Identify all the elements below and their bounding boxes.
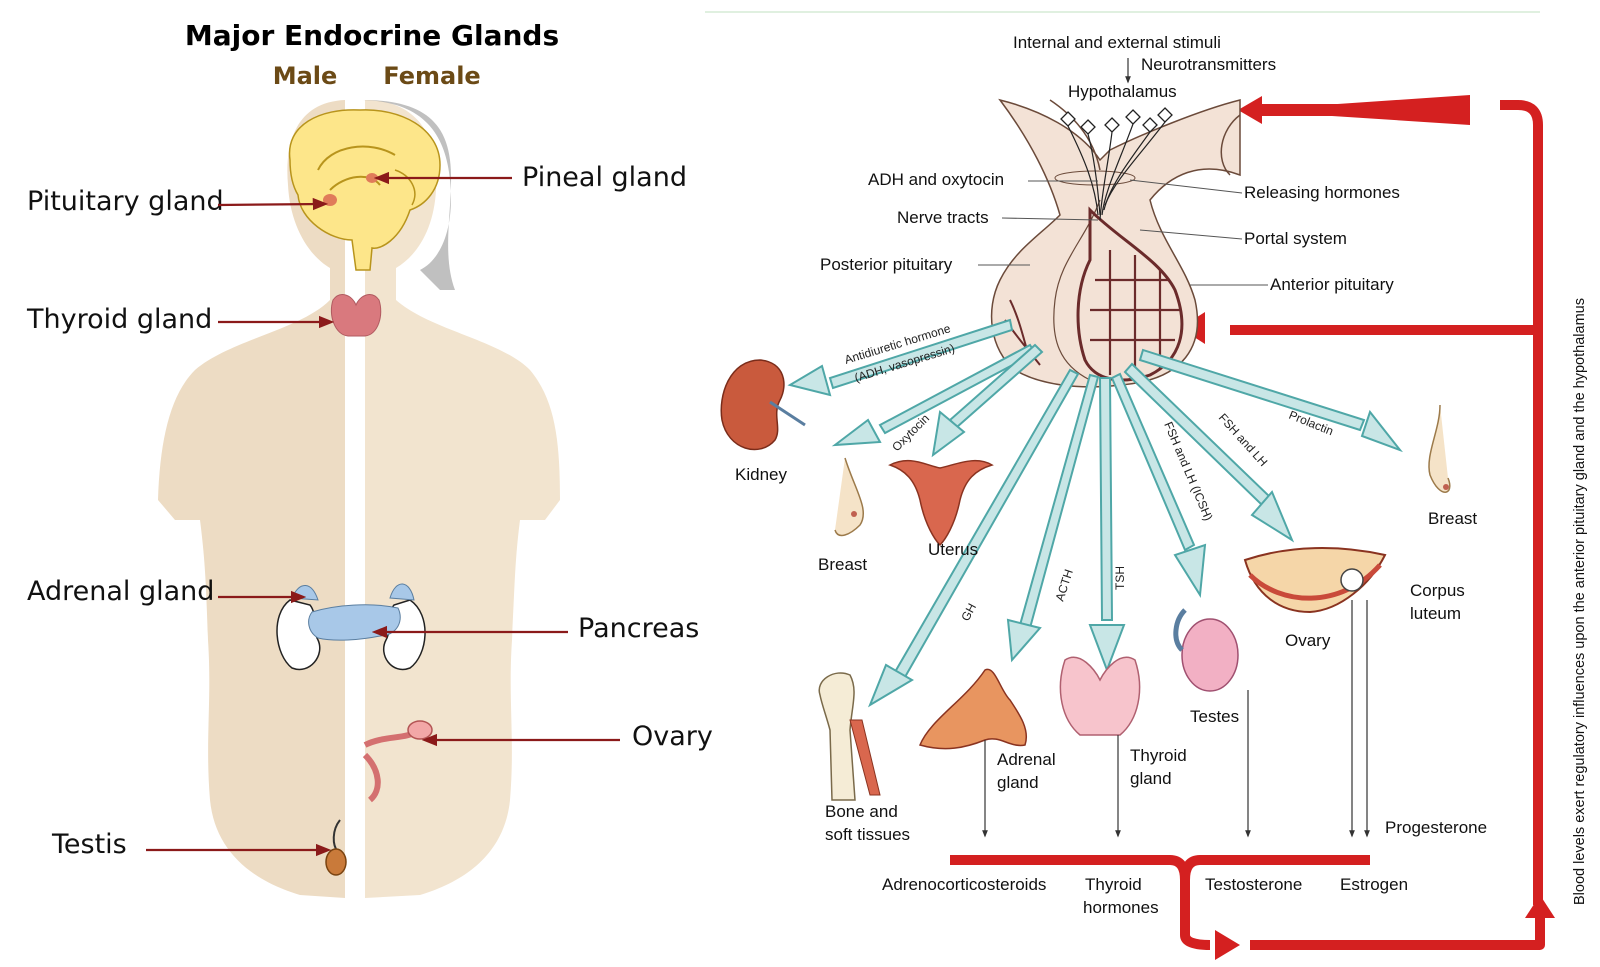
male-label: Male (273, 62, 338, 90)
corpus-luteum-shape (1340, 568, 1364, 592)
label-kidney: Kidney (735, 465, 787, 484)
label-portal-system: Portal system (1244, 229, 1347, 248)
label-leaders (146, 171, 620, 857)
label-adrenocorticosteroids: Adrenocorticosteroids (882, 875, 1046, 894)
label-adrenal: Adrenal gland (27, 576, 214, 607)
label-adh-oxytocin: ADH and oxytocin (868, 170, 1004, 189)
label-bone-2: soft tissues (825, 825, 910, 844)
female-label: Female (383, 62, 480, 90)
label-testosterone: Testosterone (1205, 875, 1302, 894)
label-testes: Testes (1190, 707, 1239, 726)
pancreas-shape (308, 604, 401, 641)
structure-leaders (978, 179, 1268, 286)
bone-shape (818, 672, 856, 801)
feedback-caption: Blood levels exert regulatory influences… (1572, 298, 1588, 905)
label-corpus-2: luteum (1410, 604, 1461, 623)
arrow-label-acth: ACTH (1053, 568, 1076, 603)
label-testis: Testis (51, 829, 127, 860)
left-title: Major Endocrine Glands (185, 19, 559, 52)
label-posterior-pituitary: Posterior pituitary (820, 255, 953, 274)
label-releasing-hormones: Releasing hormones (1244, 183, 1400, 202)
left-panel: Major Endocrine Glands Male Female (26, 19, 713, 900)
right-panel: Internal and external stimuli Neurotrans… (705, 11, 1588, 960)
label-pineal: Pineal gland (522, 162, 687, 193)
breast-left-shape (834, 457, 865, 537)
label-breast-right: Breast (1428, 509, 1477, 528)
label-ovary: Ovary (632, 721, 713, 752)
thyroid-shape (330, 294, 382, 337)
label-thyroid-hormones-1: Thyroid (1085, 875, 1142, 894)
breast-right-shape (1428, 404, 1451, 493)
label-pituitary: Pituitary gland (27, 186, 224, 217)
pituitary-dot (323, 194, 337, 206)
kidney-shape (720, 359, 785, 451)
label-estrogen: Estrogen (1340, 875, 1408, 894)
label-thyroid-hormones-2: hormones (1083, 898, 1159, 917)
label-anterior-pituitary: Anterior pituitary (1270, 275, 1394, 294)
label-adrenal-target-1: Adrenal (997, 750, 1056, 769)
label-hypothalamus: Hypothalamus (1068, 82, 1177, 101)
arrow-label-tsh: TSH (1113, 566, 1127, 590)
label-thyroid: Thyroid gland (26, 304, 212, 335)
label-pancreas: Pancreas (578, 613, 699, 644)
arrow-label-gh: GH (958, 601, 979, 623)
feedback-loop (950, 100, 1545, 950)
label-thyroid-target-1: Thyroid (1130, 746, 1187, 765)
uterus-shape (888, 460, 994, 547)
label-progesterone: Progesterone (1385, 818, 1487, 837)
hormone-release-lines (982, 58, 1370, 838)
thyroid-target-shape (1059, 656, 1141, 736)
label-adrenal-target-2: gland (997, 773, 1039, 792)
label-corpus-1: Corpus (1410, 581, 1465, 600)
hormone-arrows (787, 318, 1403, 708)
label-neurotransmitters: Neurotransmitters (1141, 55, 1276, 74)
label-uterus: Uterus (928, 540, 978, 559)
target-organs (720, 359, 1451, 801)
label-nerve-tracts: Nerve tracts (897, 208, 989, 227)
pituitary-illustration (990, 98, 1241, 388)
label-bone-1: Bone and (825, 802, 898, 821)
label-ovary-target: Ovary (1285, 631, 1331, 650)
testes-shape (1181, 618, 1239, 692)
label-breast-left: Breast (818, 555, 867, 574)
pineal-dot (366, 173, 378, 183)
label-thyroid-target-2: gland (1130, 769, 1172, 788)
label-stimuli: Internal and external stimuli (1013, 33, 1221, 52)
adrenal-shape (918, 668, 1027, 750)
